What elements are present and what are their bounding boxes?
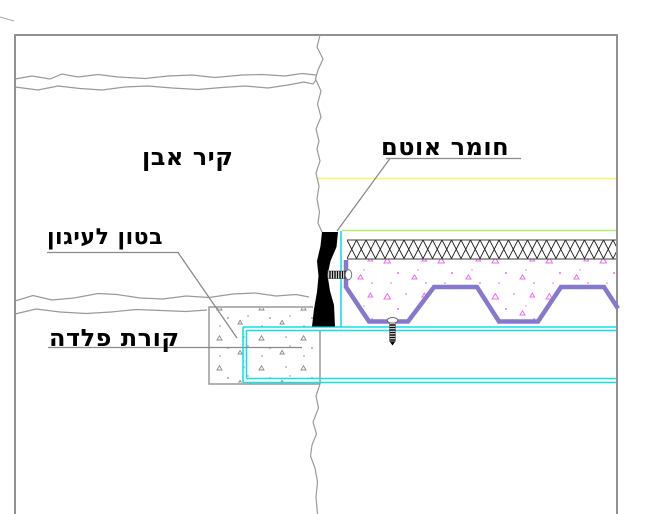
sealant-fill bbox=[312, 232, 338, 327]
sealant-leader-line bbox=[336, 158, 391, 232]
label-anchor-concrete: בטון לעיגון bbox=[47, 225, 163, 250]
label-stone-wall: קיר אבן bbox=[142, 143, 234, 171]
lower-wall-edge-jagged bbox=[309, 383, 321, 514]
frame-corner-artifact-line bbox=[0, 16, 15, 22]
wall-anchor-screw-icon bbox=[327, 269, 353, 281]
label-steel-beam: קורת פלדה bbox=[49, 324, 180, 352]
insulation-hatch-band bbox=[347, 239, 616, 260]
stone-wall-break-lines bbox=[14, 34, 324, 514]
anchor-concrete-block bbox=[208, 306, 321, 385]
drawing-frame bbox=[14, 34, 618, 514]
label-sealant: חומר אוטם bbox=[381, 133, 510, 161]
anchor-concrete-leader-line bbox=[177, 252, 238, 339]
metal-deck-profile bbox=[343, 260, 620, 324]
stone-wall-right-edge-jagged bbox=[314, 34, 324, 233]
deck-fastener-screw-icon bbox=[386, 317, 399, 346]
leader-lines bbox=[47, 157, 521, 349]
steel-beam-outline bbox=[242, 231, 616, 384]
